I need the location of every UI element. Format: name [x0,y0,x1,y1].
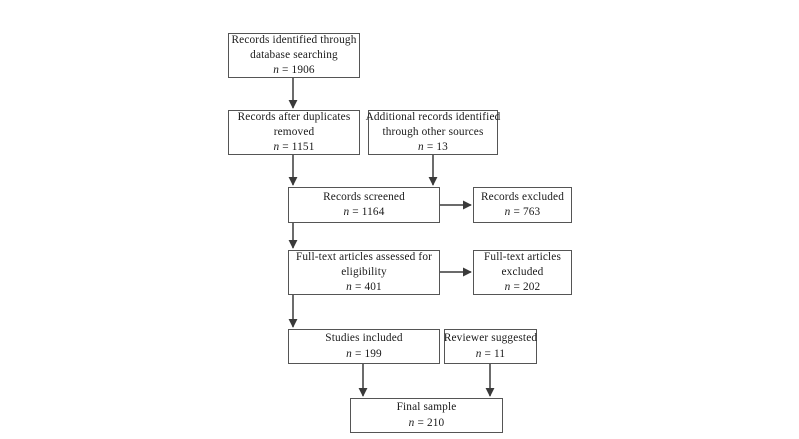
box-reviewer-suggested-count: n = 11 [475,347,506,360]
box-additional-records: Additional records identified through ot… [365,110,501,155]
box-studies-included-count: n = 199 [346,347,382,360]
box-records-screened-line1: Records screened [323,190,405,203]
box-final-sample-line1: Final sample [396,401,457,414]
box-additional-records-line2: through other sources [382,126,484,138]
box-final-sample-count: n = 210 [408,416,445,429]
box-fulltext-excluded: Full-text articles excluded n = 202 [473,250,572,295]
box-studies-included: Studies included n = 199 [288,329,440,364]
box-records-after-duplicates: Records after duplicates removed n = 115… [228,110,360,155]
box-records-screened: Records screened n = 1164 [288,187,440,223]
box-fulltext-excluded-line1: Full-text articles [483,250,562,263]
box-records-excluded-count: n = 763 [504,206,541,218]
box-fulltext-assessed-line2: eligibility [341,266,387,278]
box-reviewer-suggested: Reviewer suggested n = 11 [444,329,537,364]
box-reviewer-suggested-line1: Reviewer suggested [443,332,538,345]
box-records-excluded: Records excluded n = 763 [473,187,572,223]
box-records-after-duplicates-line2: removed [273,126,315,138]
box-records-identified-count: n = 1906 [273,64,315,77]
box-records-screened-count: n = 1164 [343,206,385,218]
box-records-identified-line2: database searching [250,49,338,61]
box-records-identified-line1: Records identified through [231,33,357,46]
box-records-identified: Records identified through database sear… [228,33,360,78]
box-fulltext-excluded-line2: excluded [501,266,544,278]
box-records-after-duplicates-line1: Records after duplicates [237,110,351,123]
box-records-after-duplicates-count: n = 1151 [273,141,315,154]
box-fulltext-assessed: Full-text articles assessed for eligibil… [288,250,440,295]
box-studies-included-line1: Studies included [325,332,403,345]
box-fulltext-excluded-count: n = 202 [504,281,541,294]
box-records-excluded-line1: Records excluded [480,190,565,203]
box-final-sample: Final sample n = 210 [350,398,503,433]
box-fulltext-assessed-count: n = 401 [346,281,382,294]
box-fulltext-assessed-line1: Full-text articles assessed for [295,250,433,263]
box-additional-records-line1: Additional records identified [365,110,501,123]
box-additional-records-count: n = 13 [418,141,448,154]
